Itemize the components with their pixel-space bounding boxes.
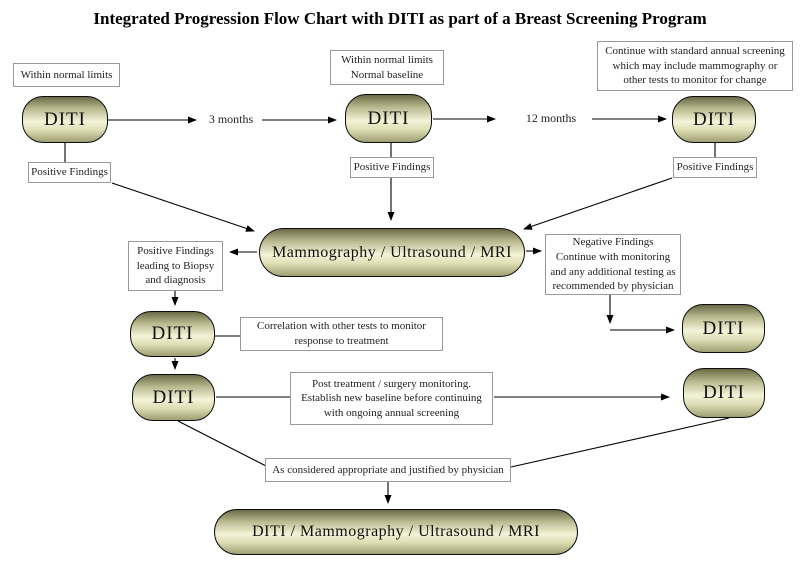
- pill-diti-post-treatment: DITI: [132, 374, 215, 421]
- box-positive-findings-2: Positive Findings: [350, 157, 434, 178]
- box-correlation: Correlation with other tests to monitor …: [240, 317, 443, 351]
- pill-diti-new-baseline: DITI: [683, 368, 765, 418]
- box-as-considered: As considered appropriate and justified …: [265, 458, 511, 482]
- box-positive-findings-1: Positive Findings: [28, 162, 111, 183]
- pill-diti-annual: DITI: [672, 96, 756, 143]
- box-within-normal-limits: Within normal limits: [13, 63, 120, 87]
- box-continue-standard-screening: Continue with standard annual screening …: [597, 41, 793, 91]
- pill-mammography-ultrasound-mri: Mammography / Ultrasound / MRI: [259, 228, 525, 277]
- pill-diti-negative-monitor: DITI: [682, 304, 765, 353]
- pill-diti-initial: DITI: [22, 96, 108, 143]
- pill-diti-3-month: DITI: [345, 94, 432, 143]
- timeline-label-3-months: 3 months: [208, 112, 254, 126]
- box-negative-findings: Negative Findings Continue with monitori…: [545, 234, 681, 295]
- box-within-normal-limits-baseline: Within normal limits Normal baseline: [330, 50, 444, 85]
- box-positive-findings-biopsy: Positive Findings leading to Biopsy and …: [128, 241, 223, 291]
- pill-diti-treatment-monitor: DITI: [130, 311, 215, 357]
- box-post-treatment: Post treatment / surgery monitoring. Est…: [290, 372, 493, 425]
- box-positive-findings-3: Positive Findings: [673, 157, 757, 178]
- pill-combined-modalities: DITI / Mammography / Ultrasound / MRI: [214, 509, 578, 555]
- page-title: Integrated Progression Flow Chart with D…: [93, 9, 707, 28]
- timeline-label-12-months: 12 months: [525, 111, 577, 125]
